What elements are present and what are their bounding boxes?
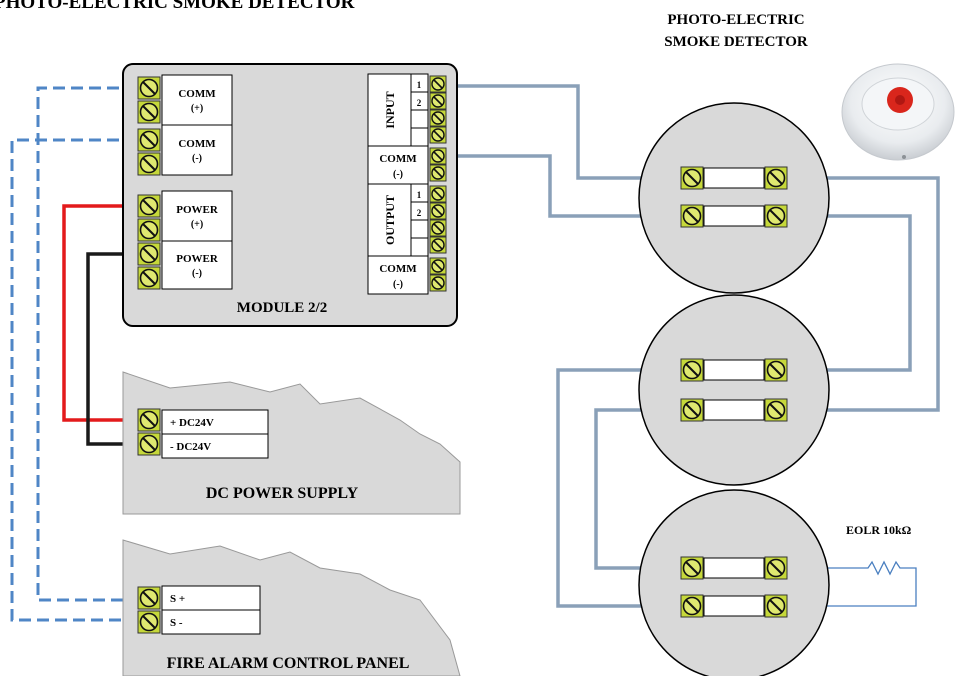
input-terminal-2: 2 bbox=[417, 98, 422, 108]
module-right-labels bbox=[367, 73, 429, 295]
s-minus-label: S - bbox=[170, 617, 183, 629]
comm-right-2-label: COMM bbox=[379, 263, 417, 275]
power-supply-name: DC POWER SUPPLY bbox=[206, 485, 359, 502]
comm-minus-sign: (-) bbox=[192, 153, 202, 164]
comm-right-2-sign: (-) bbox=[393, 279, 403, 290]
input-terminal-1: 1 bbox=[417, 80, 422, 90]
comm-dashed-wires bbox=[10, 86, 137, 622]
dc24v-minus-label: - DC24V bbox=[170, 441, 211, 453]
comm-right-1-sign: (-) bbox=[393, 169, 403, 180]
detector-heading-line1: PHOTO-ELECTRIC bbox=[667, 12, 804, 28]
detector-base-2 bbox=[638, 294, 830, 486]
smoke-detector-image bbox=[841, 63, 955, 161]
output-terminal-1: 1 bbox=[417, 190, 422, 200]
s-plus-label: S + bbox=[170, 593, 185, 605]
detector-heading-line2: SMOKE DETECTOR bbox=[664, 34, 808, 50]
detector-base-1 bbox=[638, 102, 830, 294]
dc24v-plus-label: + DC24V bbox=[170, 417, 214, 429]
comm-minus-label: COMM bbox=[178, 138, 216, 150]
control-panel-label-box bbox=[161, 585, 261, 635]
module-left-labels bbox=[161, 74, 233, 290]
output-label: OUTPUT bbox=[383, 195, 397, 245]
control-panel-name: FIRE ALARM CONTROL PANEL bbox=[167, 655, 410, 672]
output-terminal-2: 2 bbox=[417, 208, 422, 218]
power-negative-wire bbox=[86, 252, 137, 446]
power-plus-sign: (+) bbox=[191, 219, 203, 230]
input-label: INPUT bbox=[383, 91, 397, 128]
power-supply-label-box bbox=[161, 409, 269, 459]
power-minus-label: POWER bbox=[176, 253, 219, 265]
eolr-resistor bbox=[778, 560, 917, 607]
power-plus-label: POWER bbox=[176, 204, 219, 216]
comm-right-1-label: COMM bbox=[379, 153, 417, 165]
power-minus-sign: (-) bbox=[192, 268, 202, 279]
control-panel-body bbox=[122, 539, 461, 676]
power-supply-body bbox=[122, 371, 461, 515]
module-name: MODULE 2/2 bbox=[237, 300, 327, 316]
comm-plus-sign: (+) bbox=[191, 103, 203, 114]
eolr-label: EOLR 10kΩ bbox=[846, 523, 912, 537]
detector-base-3 bbox=[638, 489, 830, 676]
power-positive-wire bbox=[62, 204, 137, 422]
diagram-title: PHOTO-ELECTRIC SMOKE DETECTOR bbox=[0, 0, 355, 13]
comm-plus-label: COMM bbox=[178, 88, 216, 100]
